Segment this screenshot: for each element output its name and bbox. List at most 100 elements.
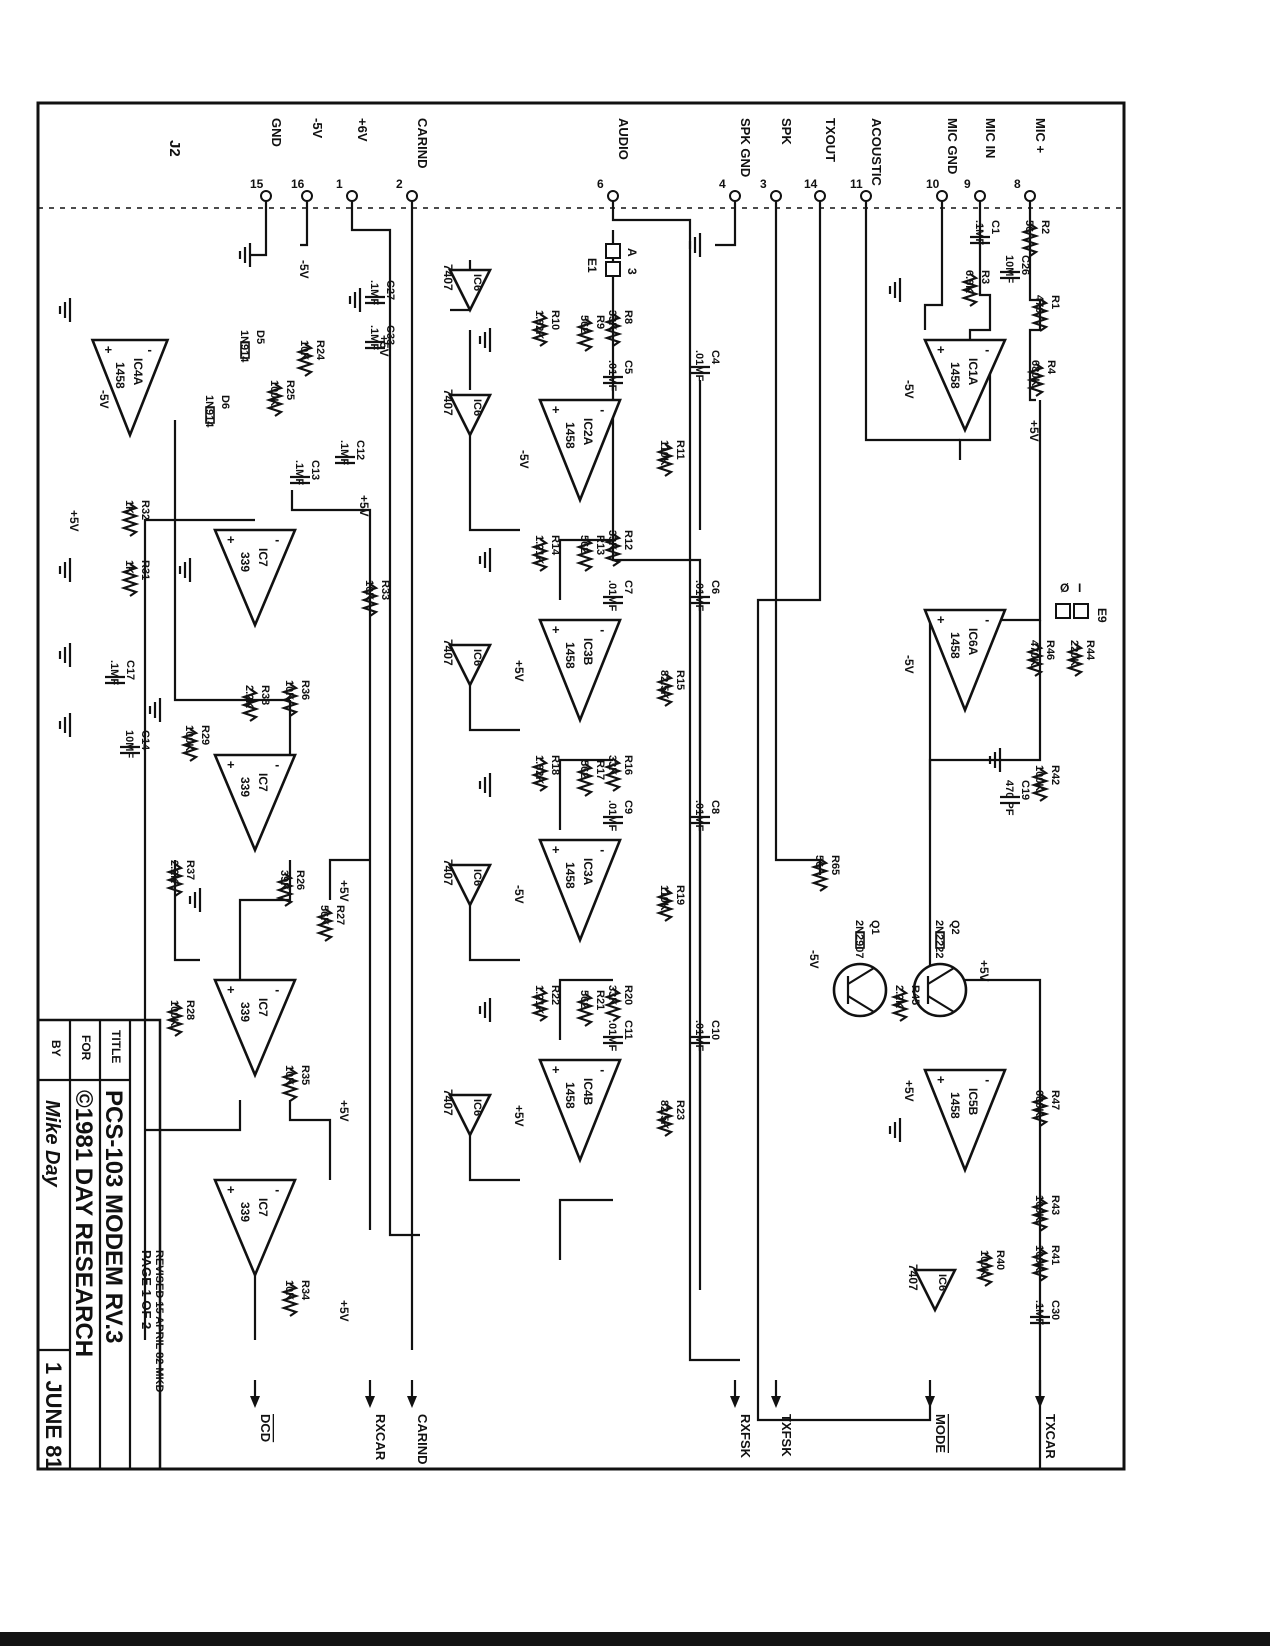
pin-number: 14 [804, 177, 818, 191]
pin-terminal [607, 190, 619, 202]
inverting-input: - [275, 757, 279, 772]
buffer-part: 7407 [906, 1264, 920, 1291]
output-arrow-head [925, 1396, 935, 1408]
resistor-symbol [655, 888, 675, 922]
inverting-input: - [600, 842, 604, 857]
output-label: TXFSK [779, 1414, 794, 1457]
component-value: 470 [1033, 295, 1045, 313]
component-ref: R8 [622, 310, 634, 324]
resistor-symbol [890, 988, 910, 1022]
noninverting-input: + [227, 532, 235, 547]
pin-terminal [406, 190, 418, 202]
output-arrow-head [365, 1396, 375, 1408]
pin-number: 16 [291, 177, 305, 191]
component-value: .1MF [108, 660, 120, 685]
component-ref: C17 [124, 660, 136, 680]
component-ref: R2 [1039, 220, 1051, 234]
component-value: 1N914 [203, 395, 215, 428]
pin-terminal [346, 190, 358, 202]
noninverting-input: + [552, 1062, 560, 1077]
jumper-pad [605, 243, 621, 259]
jumper-pad [1073, 603, 1089, 619]
component-ref: R10 [549, 310, 561, 330]
resistor-symbol [1025, 643, 1045, 677]
component-ref: R33 [379, 580, 391, 600]
resistor-symbol [180, 728, 200, 762]
wire [923, 200, 944, 330]
resistor-symbol [1030, 1198, 1050, 1232]
component-value: 2.2K [243, 685, 255, 708]
component-value: 1N914 [238, 330, 250, 363]
component-ref: C5 [622, 360, 634, 374]
resistor-symbol [603, 313, 623, 347]
component-ref: C9 [622, 800, 634, 814]
jumper-pin: Ø [1060, 581, 1069, 595]
supply-label: -5V [297, 260, 311, 279]
wire [928, 400, 1042, 810]
component-ref: R46 [1044, 640, 1056, 660]
component-ref: C14 [139, 730, 151, 751]
pin-label: +6V [355, 118, 370, 142]
revision-note: REVISED 15 APRIL 82 MKD [153, 1250, 165, 1392]
component-value: 1.82K [533, 310, 545, 339]
component-value: 2.2K [168, 860, 180, 883]
inverting-input: - [275, 982, 279, 997]
pin-terminal [814, 190, 826, 202]
component-value: 10K [283, 1280, 295, 1300]
component-value: .01MF [606, 580, 618, 611]
output-arrow-head [1035, 1396, 1045, 1408]
supply-label: +5V [512, 1105, 526, 1127]
component-value: 33K [606, 985, 618, 1005]
component-value: 100K [1033, 765, 1045, 791]
amplifier-part: 1458 [948, 362, 962, 389]
resistor-symbol [120, 503, 140, 537]
inverting-input: - [148, 342, 152, 357]
component-ref: R15 [674, 670, 686, 690]
resistor-symbol [530, 313, 550, 347]
amplifier-id: IC7 [256, 1198, 270, 1217]
component-value: 33K [606, 530, 618, 550]
amplifier-id: IC5B [966, 1088, 980, 1116]
supply-label: +5V [67, 510, 81, 532]
amplifier-symbol [213, 528, 297, 629]
component-ref: C13 [309, 460, 321, 480]
component-ref: R47 [1049, 1090, 1061, 1110]
component-ref: R12 [622, 530, 634, 550]
title-label: TITLE [109, 1030, 123, 1063]
scan-edge [0, 1632, 1270, 1646]
supply-label: -5V [517, 450, 531, 469]
buffer-id: IC6 [471, 274, 483, 291]
component-value: 10MF [1003, 255, 1015, 283]
wire [173, 860, 200, 962]
component-value: 680K [1033, 1090, 1045, 1116]
supply-label: +5V [337, 1300, 351, 1322]
resistor-symbol [165, 863, 185, 897]
pin-number: 9 [964, 177, 971, 191]
supply-label: +5V [1027, 420, 1041, 442]
component-ref: R42 [1049, 765, 1061, 785]
pin-terminal [860, 190, 872, 202]
amplifier-symbol [923, 608, 1007, 714]
component-labels: IC1A1458-+IC6A1458-+IC5B1458-+IC2A1458-+… [67, 220, 1109, 1325]
pin-terminal [1024, 190, 1036, 202]
wire [290, 490, 372, 1230]
by-label: BY [49, 1040, 63, 1057]
buffer-id: IC6 [471, 399, 483, 416]
supply-label: -5V [97, 390, 111, 409]
component-value: .01MF [693, 1020, 705, 1051]
component-value: 33K [606, 755, 618, 775]
component-ref: R43 [1049, 1195, 1061, 1215]
component-ref: D6 [219, 395, 231, 409]
page-number: PAGE 1 OF 2 [139, 1250, 154, 1329]
component-ref: R28 [184, 1000, 196, 1020]
pin-terminal [301, 190, 313, 202]
component-value: 100K [183, 725, 195, 751]
component-ref: R22 [549, 985, 561, 1005]
component-value: 82.5K [658, 670, 670, 699]
inverting-input: - [600, 402, 604, 417]
noninverting-input: + [937, 612, 945, 627]
inverting-input: - [985, 342, 989, 357]
pin-label: CARIND [415, 118, 430, 169]
amplifier-part: 339 [238, 1002, 252, 1022]
pin-terminal [729, 190, 741, 202]
